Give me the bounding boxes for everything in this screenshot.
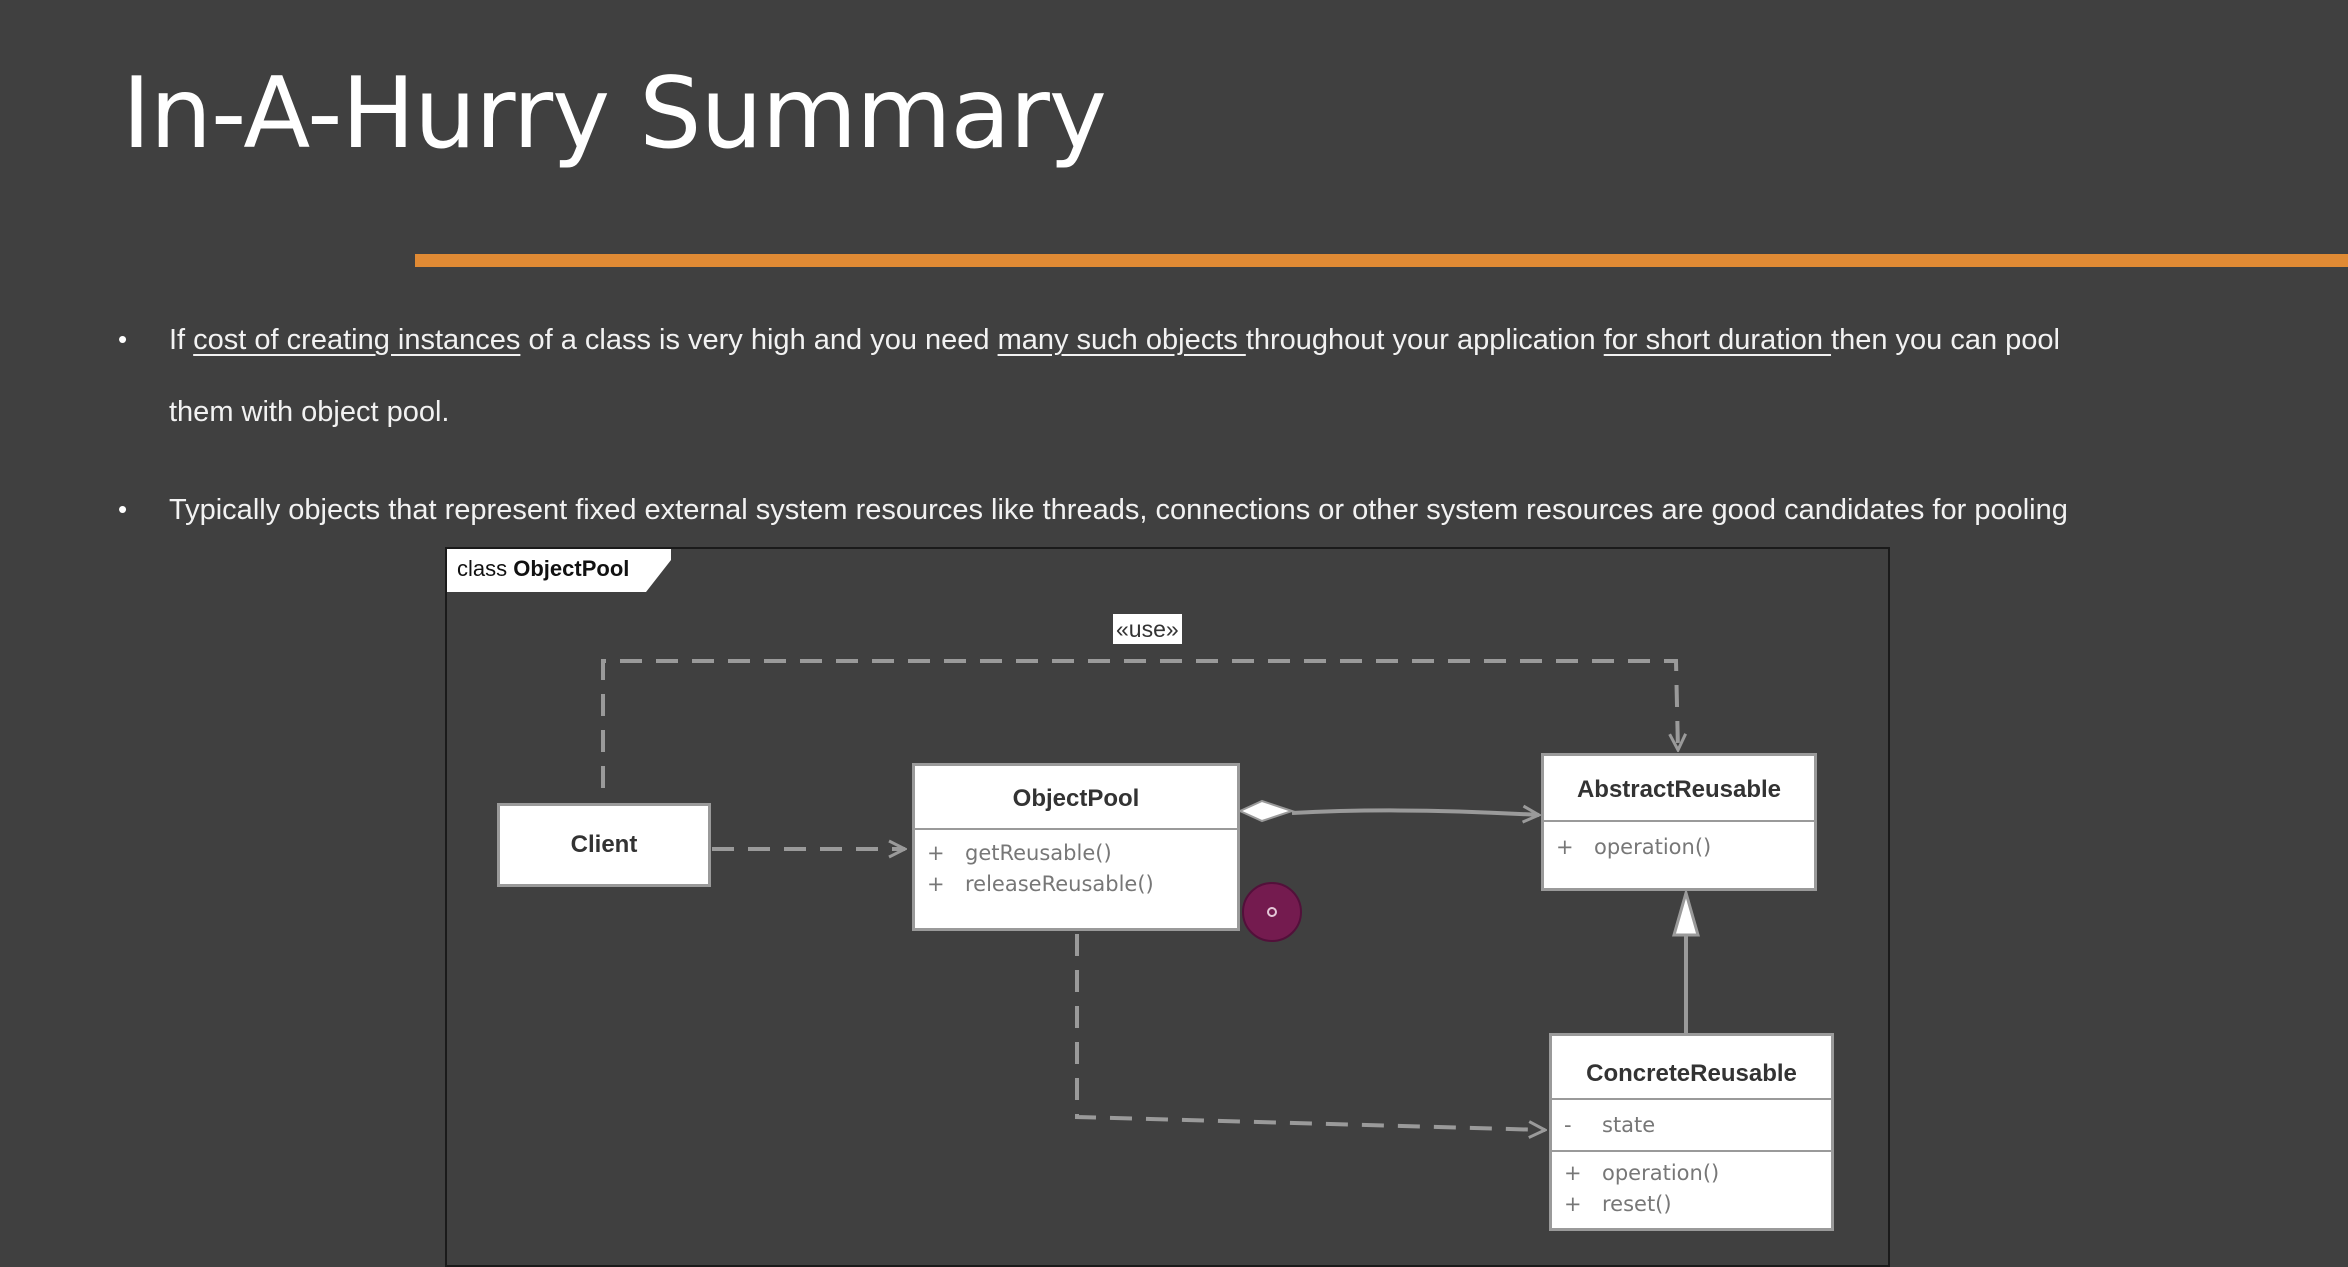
bullet-1-segment: for short duration xyxy=(1603,324,1832,356)
class-concretereusable-attributes: - state xyxy=(1552,1100,1831,1150)
use-stereotype-label: «use» xyxy=(1113,614,1182,644)
aggregation-line xyxy=(1291,810,1539,815)
aggregation-diamond xyxy=(1237,799,1296,823)
member-reset: + reset() xyxy=(1564,1189,1831,1220)
class-abstractreusable-name: AbstractReusable xyxy=(1576,776,1782,803)
class-concretereusable-members: + operation() + reset() xyxy=(1552,1152,1831,1220)
attribute-text: state xyxy=(1602,1113,1656,1137)
bullet-1-segment: cost of creating instances xyxy=(193,324,521,356)
class-concretereusable: ConcreteReusable - state + operation() + re… xyxy=(1549,1033,1834,1231)
class-divider xyxy=(1552,1098,1831,1100)
visibility-marker: + xyxy=(927,872,945,896)
visibility-marker: + xyxy=(1556,835,1574,859)
bullet-1-segment: many such objects xyxy=(997,324,1246,356)
uml-frame-label: class ObjectPool xyxy=(457,556,629,582)
class-objectpool: ObjectPool + getReusable() + releaseReusab… xyxy=(912,763,1240,931)
class-objectpool-name: ObjectPool xyxy=(1012,785,1140,812)
objectpool-to-concrete-dependency xyxy=(1075,934,1545,1130)
frame-name: ObjectPool xyxy=(513,556,630,581)
class-objectpool-members: + getReusable() + releaseReusable() xyxy=(915,830,1237,900)
bullet-1-segment: of a class is very high and you need xyxy=(520,324,998,356)
bullet-1-continuation: them with object pool. xyxy=(169,396,450,428)
uml-frame-tab xyxy=(447,549,671,592)
member-text: operation() xyxy=(1594,835,1712,859)
generalization-arrowhead xyxy=(1672,887,1700,937)
bullet-2-text: Typically objects that represent fixed e… xyxy=(169,474,2068,546)
use-dependency-line xyxy=(601,659,1678,788)
visibility-marker: + xyxy=(1564,1192,1582,1216)
bullet-marker: • xyxy=(118,494,128,524)
member-text: releaseReusable() xyxy=(965,872,1154,896)
bullet-2-segment: Typically objects that represent fixed e… xyxy=(169,494,2068,526)
title-accent-bar xyxy=(415,254,2348,267)
class-concretereusable-name: ConcreteReusable xyxy=(1586,1060,1797,1087)
bullet-1-segment: then you can pool xyxy=(1831,324,2060,356)
member-text: getReusable() xyxy=(965,841,1112,865)
bullet-1-segment: If xyxy=(169,324,194,356)
class-abstractreusable-members: + operation() xyxy=(1544,822,1814,863)
bullet-1-text: If cost of creating instances of a class… xyxy=(169,304,2060,376)
bullet-1-segment: throughout your application xyxy=(1245,324,1604,356)
member-operation: + operation() xyxy=(1564,1158,1831,1189)
member-text: reset() xyxy=(1602,1192,1672,1216)
cursor-marker-icon xyxy=(1242,882,1302,942)
slide-title: In-A-Hurry Summary xyxy=(122,57,1107,171)
class-divider xyxy=(915,828,1237,830)
member-getreusable: + getReusable() xyxy=(927,838,1237,869)
visibility-marker: - xyxy=(1564,1113,1572,1137)
cursor-marker-dot xyxy=(1267,907,1277,917)
visibility-marker: + xyxy=(927,841,945,865)
class-client-name: Client xyxy=(570,831,638,858)
bullet-marker: • xyxy=(118,324,128,354)
member-text: operation() xyxy=(1602,1161,1720,1185)
frame-prefix: class xyxy=(457,556,508,581)
member-releasereusable: + releaseReusable() xyxy=(927,869,1237,900)
class-divider xyxy=(1544,820,1814,822)
visibility-marker: + xyxy=(1564,1161,1582,1185)
class-abstractreusable: AbstractReusable + operation() xyxy=(1541,753,1817,891)
class-client: Client xyxy=(497,803,711,887)
attribute-state: - state xyxy=(1564,1108,1831,1142)
class-divider xyxy=(1552,1150,1831,1152)
member-operation: + operation() xyxy=(1556,832,1814,863)
